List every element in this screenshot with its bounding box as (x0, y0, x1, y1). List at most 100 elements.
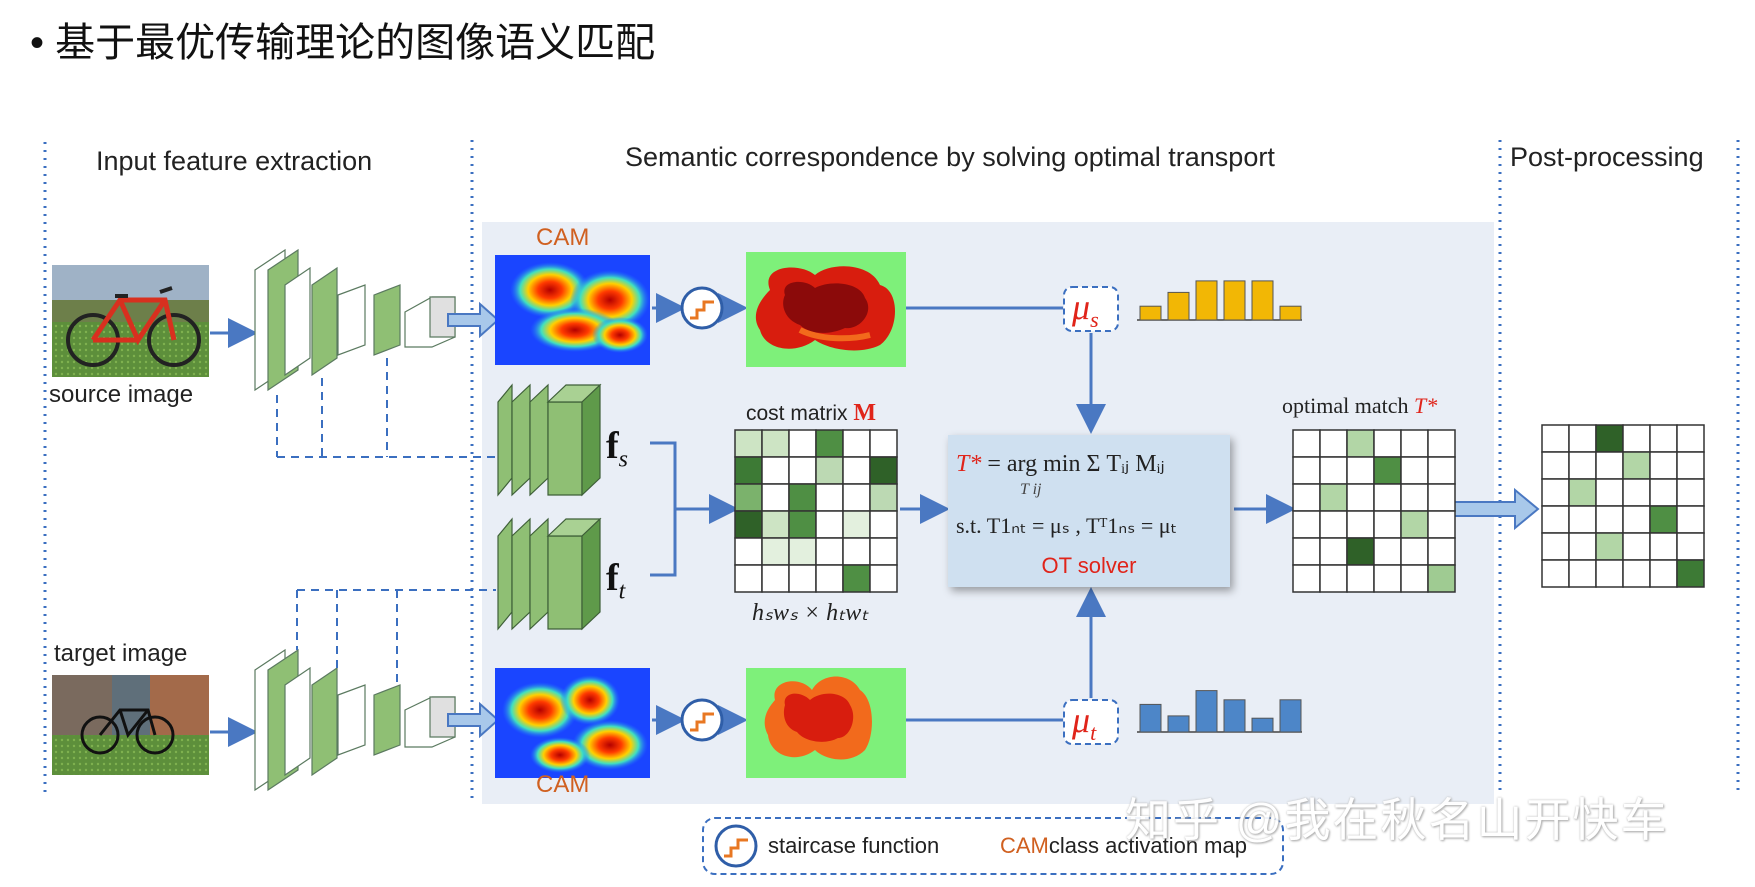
grid-cell (1319, 429, 1348, 458)
ot-solver-box: T* = arg min Σ Tᵢⱼ Mᵢⱼ T ij s.t. T1ₙₜ = … (948, 435, 1230, 587)
grid-cell (734, 429, 763, 458)
grid-cell (1319, 537, 1348, 566)
formula-under: T ij (1020, 481, 1042, 498)
section-post-title: Post-processing (1510, 142, 1704, 172)
cam-label-bottom: CAM (536, 771, 590, 798)
grid-cell (1568, 478, 1597, 507)
cost-matrix-grid (734, 429, 898, 593)
mu-t-box (1063, 699, 1119, 745)
source-image-label: source image (49, 381, 194, 408)
section-dividers (43, 140, 1740, 800)
histogram-mu-s (1139, 280, 1302, 321)
formula-rhs: = arg min Σ Tᵢⱼ Mᵢⱼ (987, 451, 1165, 477)
grid-cell (815, 429, 844, 458)
histogram-bar (1167, 715, 1190, 733)
legend-box (702, 817, 1284, 875)
histogram-bar (1195, 690, 1218, 733)
feature-fs-label: fs (606, 425, 628, 473)
grid-cell (1292, 456, 1321, 485)
formula-constraint: s.t. T1ₙₜ = μₛ , Tᵀ1ₙₛ = μₜ (956, 513, 1178, 538)
grid-cell (869, 456, 898, 485)
grid-cell (1346, 564, 1375, 593)
grid-cell (1400, 456, 1429, 485)
page-title: • 基于最优传输理论的图像语义匹配 (30, 21, 656, 65)
grid-cell (1649, 532, 1678, 561)
feature-volume-fs (497, 383, 602, 497)
formula-lhs: T* (956, 451, 982, 477)
grid-cell (842, 456, 871, 485)
grid-cell (1427, 483, 1456, 512)
big-arrow-cam-top (447, 301, 500, 339)
grid-cell (788, 537, 817, 566)
grid-cell (1427, 564, 1456, 593)
grid-cell (1622, 478, 1651, 507)
grid-cell (788, 564, 817, 593)
histogram-bar (1139, 703, 1162, 733)
skip-connections-top (276, 358, 496, 458)
grid-cell (869, 429, 898, 458)
mu-t-label: μt (1072, 700, 1097, 746)
grid-cell (1676, 559, 1705, 588)
grid-cell (1676, 505, 1705, 534)
grid-cell (1346, 429, 1375, 458)
grid-cell (1541, 451, 1570, 480)
grid-cell (1541, 559, 1570, 588)
grid-cell (1676, 424, 1705, 453)
watermark: 知乎 @我在秋名山开快车 (1125, 794, 1669, 846)
grid-cell (842, 537, 871, 566)
source-image (52, 265, 209, 377)
grid-cell (869, 564, 898, 593)
grid-cell (1400, 564, 1429, 593)
grid-cell (1346, 456, 1375, 485)
grid-cell (788, 483, 817, 512)
grid-cell (1541, 532, 1570, 561)
mu-s-box (1063, 286, 1119, 332)
ot-solver-label: OT solver (1041, 553, 1137, 578)
grid-cell (1649, 424, 1678, 453)
grid-cell (1319, 483, 1348, 512)
legend-cam: CAMclass activation map (1000, 833, 1247, 858)
post-processing-grid (1541, 424, 1705, 588)
grid-cell (1346, 510, 1375, 539)
grid-cell (842, 429, 871, 458)
grid-cell (734, 456, 763, 485)
grid-cell (1427, 429, 1456, 458)
grid-cell (1400, 537, 1429, 566)
histogram-bar (1251, 717, 1274, 733)
grid-cell (1676, 451, 1705, 480)
grid-cell (1676, 532, 1705, 561)
section-input-title: Input feature extraction (96, 146, 373, 176)
grid-cell (1292, 510, 1321, 539)
feature-ft-label: ft (606, 557, 626, 605)
histogram-bar (1223, 699, 1246, 733)
grid-cell (1568, 451, 1597, 480)
grid-cell (1595, 424, 1624, 453)
grid-cell (1373, 429, 1402, 458)
cnn-target (254, 648, 456, 792)
grid-cell (788, 429, 817, 458)
legend-staircase-icon (714, 824, 758, 868)
grid-cell (788, 456, 817, 485)
grid-cell (1373, 483, 1402, 512)
histogram-bar (1279, 699, 1302, 733)
optimal-match-label: optimal match T* (1282, 393, 1438, 418)
histogram-bar (1195, 280, 1218, 321)
grid-cell (815, 537, 844, 566)
grid-cell (869, 537, 898, 566)
mask-source (746, 252, 906, 367)
grid-cell (842, 483, 871, 512)
grid-cell (1595, 532, 1624, 561)
staircase-icon-top (680, 286, 724, 330)
grid-cell (1568, 532, 1597, 561)
grid-cell (1292, 429, 1321, 458)
grid-cell (1595, 505, 1624, 534)
feature-volume-ft (497, 517, 602, 631)
cam-heatmap-target (495, 668, 650, 778)
grid-cell (815, 483, 844, 512)
grid-cell (1373, 510, 1402, 539)
grid-cell (1427, 510, 1456, 539)
histogram-bar (1279, 305, 1302, 321)
grid-cell (1373, 537, 1402, 566)
grid-cell (1292, 483, 1321, 512)
